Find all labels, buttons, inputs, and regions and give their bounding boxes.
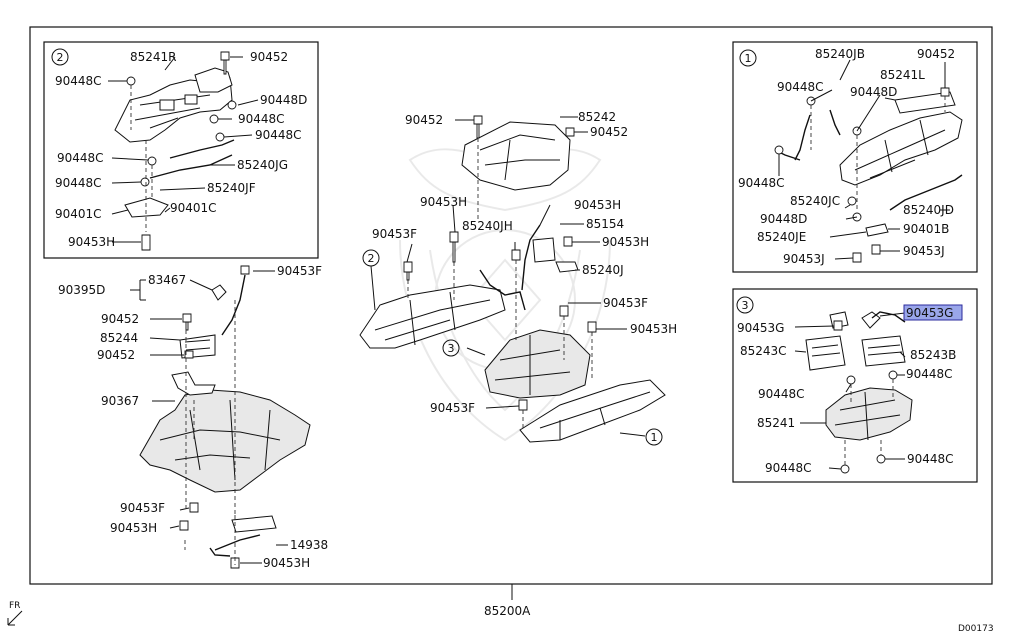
direction-label: FR xyxy=(9,601,20,611)
label-90448C: 90448C xyxy=(765,461,812,475)
label-90453H: 90453H xyxy=(420,195,467,209)
inset-1-drawing xyxy=(739,49,963,263)
label-90453F: 90453F xyxy=(430,401,475,415)
callout-number: 3 xyxy=(742,299,749,312)
label-83467: 83467 xyxy=(148,273,186,287)
label-90452: 90452 xyxy=(917,47,955,61)
label-90448C: 90448C xyxy=(55,176,102,190)
label-90401B: 90401B xyxy=(903,222,949,236)
label-90448D: 90448D xyxy=(260,93,307,107)
inset-2-drawing: 2 xyxy=(51,48,259,251)
label-90448C: 90448C xyxy=(906,367,953,381)
front-arrow-icon xyxy=(7,610,23,626)
highlighted-part-box[interactable] xyxy=(903,304,963,321)
label-90453F: 90453F xyxy=(120,501,165,515)
label-85241L: 85241L xyxy=(880,68,925,82)
label-85242: 85242 xyxy=(578,110,616,124)
label-90453J: 90453J xyxy=(783,252,825,266)
callout-number: 1 xyxy=(651,431,658,444)
label-85244: 85244 xyxy=(100,331,138,345)
callout-circle-1-b xyxy=(739,49,757,67)
label-90401C: 90401C xyxy=(55,207,102,221)
highlighted-part-label[interactable]: 90453G xyxy=(906,306,953,320)
label-90448C: 90448C xyxy=(55,74,102,88)
label-90453H: 90453H xyxy=(110,521,157,535)
label-90448C: 90448C xyxy=(57,151,104,165)
label-90453G: 90453G xyxy=(737,321,784,335)
label-85243C: 85243C xyxy=(740,344,787,358)
inset-3-drawing xyxy=(736,296,913,474)
callout-number: 2 xyxy=(368,252,375,265)
label-90453F: 90453F xyxy=(372,227,417,241)
label-90452: 90452 xyxy=(101,312,139,326)
label-90448C: 90448C xyxy=(758,387,805,401)
label-85241: 85241 xyxy=(757,416,795,430)
label-85241R: 85241R xyxy=(130,50,177,64)
label-85240JC: 85240JC xyxy=(790,194,840,208)
label-90448C: 90448C xyxy=(777,80,824,94)
inset-box-3 xyxy=(732,288,978,483)
label-90453H: 90453H xyxy=(630,322,677,336)
label-90453H: 90453H xyxy=(602,235,649,249)
left-assembly-drawing xyxy=(130,265,311,569)
label-14938: 14938 xyxy=(290,538,328,552)
outer-frame xyxy=(29,26,993,585)
center-assembly-drawing xyxy=(359,115,666,446)
callout-circle-3-a xyxy=(442,339,460,357)
label-90401C: 90401C xyxy=(170,201,217,215)
inset-box-2 xyxy=(43,41,319,259)
label-85240JE: 85240JE xyxy=(757,230,806,244)
label-90453H: 90453H xyxy=(263,556,310,570)
label-90452: 90452 xyxy=(250,50,288,64)
label-90452: 90452 xyxy=(590,125,628,139)
label-90452: 90452 xyxy=(405,113,443,127)
callout-number: 2 xyxy=(57,51,64,64)
callout-number: 1 xyxy=(745,52,752,65)
label-90453F: 90453F xyxy=(277,264,322,278)
label-85240JG: 85240JG xyxy=(237,158,288,172)
figure-code: D00173 xyxy=(958,624,994,634)
label-90453H: 90453H xyxy=(68,235,115,249)
label-90448D: 90448D xyxy=(850,85,897,99)
inset-box-1 xyxy=(732,41,978,273)
label-85240JH: 85240JH xyxy=(462,219,513,233)
main-part-label: 85200A xyxy=(484,604,531,618)
label-85154: 85154 xyxy=(586,217,624,231)
label-90448C: 90448C xyxy=(238,112,285,126)
label-90367: 90367 xyxy=(101,394,139,408)
callout-circle-1-a xyxy=(645,428,663,446)
label-90448D: 90448D xyxy=(760,212,807,226)
label-90453F: 90453F xyxy=(603,296,648,310)
label-90395D: 90395D xyxy=(58,283,105,297)
callout-circle-2-a xyxy=(51,48,69,66)
label-90448C: 90448C xyxy=(738,176,785,190)
label-90453J: 90453J xyxy=(903,244,945,258)
label-85240J: 85240J xyxy=(582,263,624,277)
label-90448C: 90448C xyxy=(255,128,302,142)
label-90448C: 90448C xyxy=(907,452,954,466)
label-85240JF: 85240JF xyxy=(207,181,256,195)
label-90453H: 90453H xyxy=(574,198,621,212)
callout-number: 3 xyxy=(448,342,455,355)
callout-circle-3-b xyxy=(736,296,754,314)
label-85240JB: 85240JB xyxy=(815,47,865,61)
label-85243B: 85243B xyxy=(910,348,956,362)
label-85240JD: 85240JD xyxy=(903,203,954,217)
label-90452: 90452 xyxy=(97,348,135,362)
